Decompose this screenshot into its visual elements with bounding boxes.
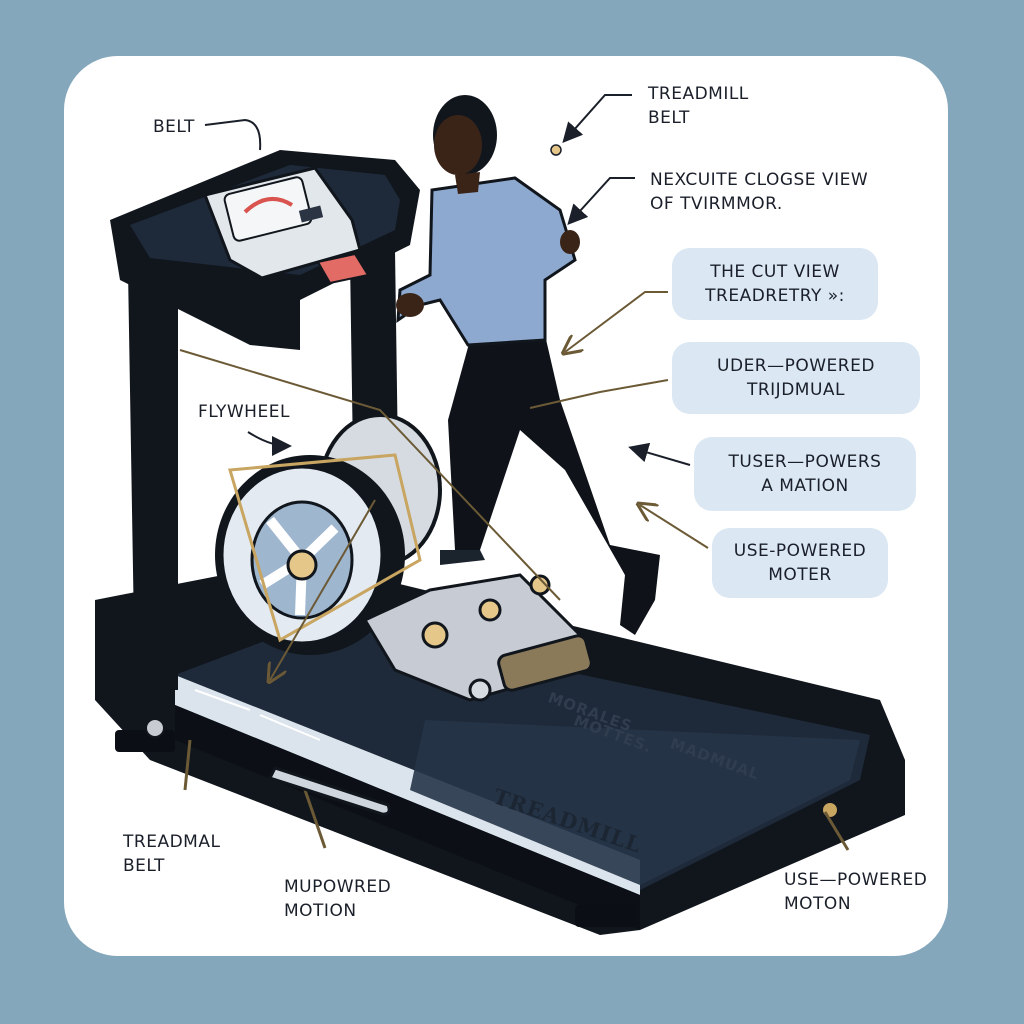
tuser-powers-label: TUSER—POWERS A MATION [728,452,882,496]
runner-icon [396,95,660,635]
uder-powered-label: UDER—POWERED TRIJDMUAL [717,356,875,400]
belt-label: BELT [153,117,195,137]
use-powered-moton-label: USE—POWERED MOTON [784,870,928,914]
close-view-label: NEXCUITE CLOGSE VIEW OF TVIRMMOR. [650,170,869,214]
flywheel-label: FLYWHEEL [198,402,290,422]
flywheel-icon [215,413,593,702]
use-powered-moter-callout: USE-POWERED MOTER [712,528,888,598]
cut-view-label: THE CUT VIEW TREADRETRY »: [705,262,845,306]
console-icon [202,166,370,285]
arrow-icon [179,94,850,851]
side-handle [267,766,391,816]
cut-view-callout: THE CUT VIEW TREADRETRY »: [672,248,878,320]
treadmal-belt-label: TREADMAL BELT [123,832,221,876]
use-powered-moter-label: USE-POWERED MOTER [733,541,867,585]
tuser-powers-callout: TUSER—POWERS A MATION [694,437,916,511]
uder-powered-callout: UDER—POWERED TRIJDMUAL [672,342,920,414]
treadmill-belt-label: TREADMILL BELT [648,84,749,128]
mupowred-motion-label: MUPOWRED MOTION [284,877,392,921]
